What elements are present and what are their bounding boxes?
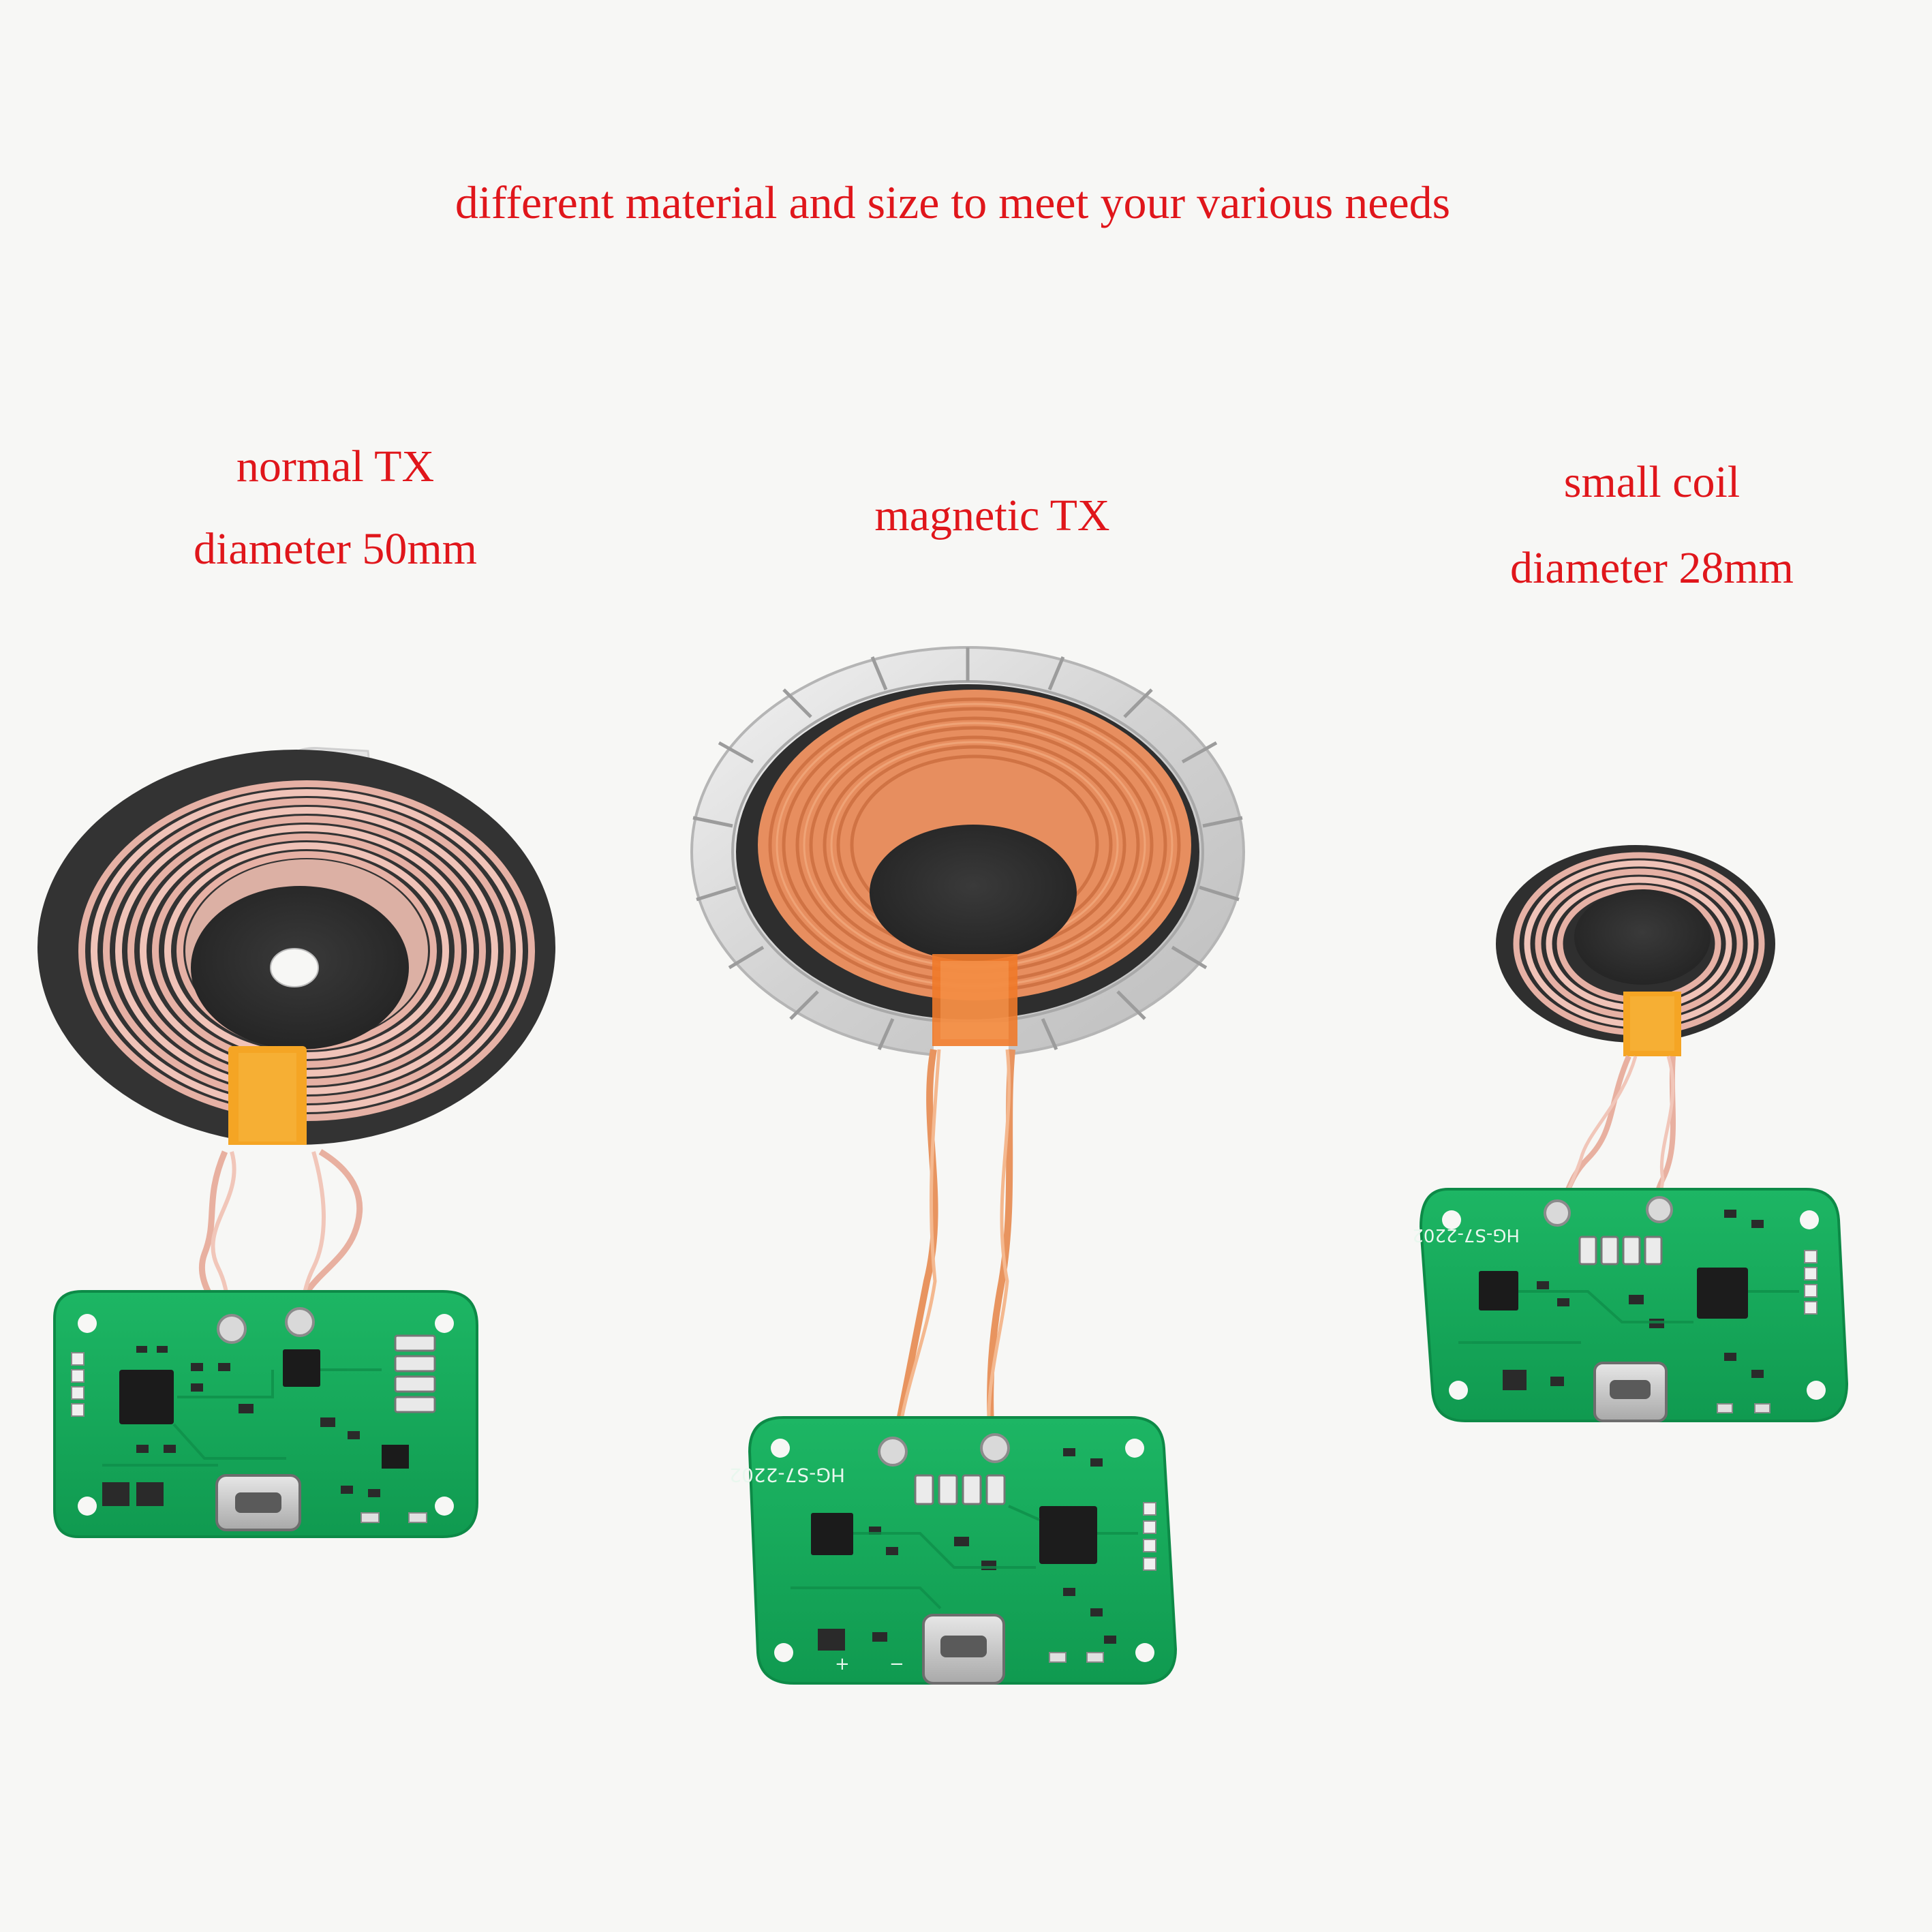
magnetic-board-model-label: HG-S7-2202 bbox=[729, 1464, 845, 1486]
magnetic-tx-title: magnetic TX bbox=[874, 491, 1110, 540]
svg-text:+: + bbox=[835, 1654, 850, 1674]
small-coil-controller-chip bbox=[1697, 1268, 1748, 1319]
normal-tx-pcb bbox=[53, 1290, 478, 1538]
svg-text:−: − bbox=[889, 1654, 904, 1674]
magnetic-tx-pcb: HG-S7-2202 bbox=[729, 1416, 1178, 1685]
magnetic-tx-assembly bbox=[690, 646, 1245, 1442]
normal-tx-assembly bbox=[37, 747, 555, 1328]
small-coil-diameter: diameter 28mm bbox=[1509, 543, 1794, 593]
small-board-model-label: HG-S7-2202 bbox=[1412, 1225, 1520, 1245]
headline-caption: different material and size to meet your… bbox=[455, 177, 1451, 228]
normal-tx-diameter: diameter 50mm bbox=[193, 524, 478, 574]
small-coil-title: small coil bbox=[1563, 457, 1741, 507]
normal-tx-controller-chip bbox=[119, 1370, 174, 1424]
normal-tx-title: normal TX bbox=[236, 442, 435, 491]
small-coil-assembly bbox=[1496, 845, 1775, 1212]
magnetic-tx-controller-chip bbox=[1039, 1506, 1097, 1564]
small-coil-pcb: HG-S7-2202 bbox=[1412, 1188, 1849, 1422]
